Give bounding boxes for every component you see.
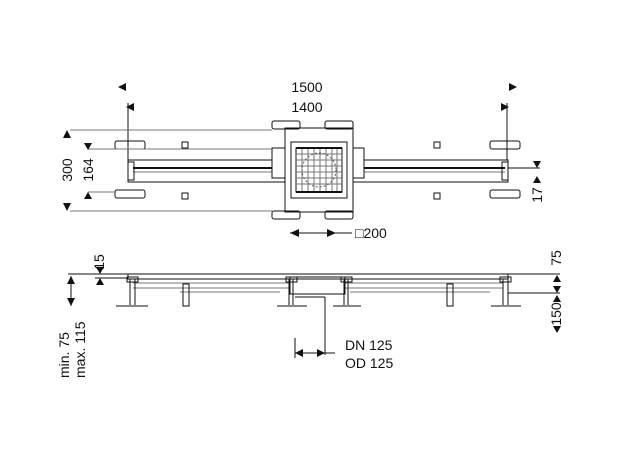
dimension-300: 300: [59, 129, 272, 212]
support-legs: [116, 276, 521, 307]
dim-label-164: 164: [80, 158, 96, 182]
dim-label-15: 15: [91, 254, 107, 270]
center-outlet-box: [271, 127, 365, 213]
dimension-200: □200: [290, 225, 387, 241]
anchor-brackets: [114, 120, 521, 220]
dim-label-300: 300: [59, 158, 75, 182]
dimension-1400: 1400: [126, 99, 509, 160]
dimension-75: 75: [508, 250, 564, 294]
pipe-dn-label: DN 125: [345, 337, 393, 353]
plan-view: 1500 1400: [59, 79, 545, 241]
dim-label-1400: 1400: [291, 99, 322, 115]
dimension-164: 164: [80, 143, 272, 199]
dim-label-200: □200: [355, 225, 387, 241]
dim-label-150: 150: [548, 302, 564, 326]
pipe-od-label: OD 125: [345, 355, 393, 371]
min-height-label: min. 75: [56, 332, 72, 378]
dim-label-1500: 1500: [291, 79, 322, 95]
dim-label-17: 17: [529, 187, 545, 203]
dim-label-75: 75: [548, 250, 564, 266]
dimension-17: 17: [508, 161, 545, 203]
channel-profile: [133, 276, 503, 298]
dimension-min-max: min. 75 max. 115: [56, 276, 88, 378]
dimension-1500: 1500: [118, 79, 517, 95]
outlet-pipe-dimension: DN 125 OD 125: [294, 297, 393, 371]
dimension-15: 15: [91, 254, 128, 285]
dimension-150: 150: [548, 295, 564, 333]
max-height-label: max. 115: [72, 321, 88, 378]
side-view: 15 75 150 min. 75 max. 115 DN 125 OD 125: [56, 250, 564, 378]
